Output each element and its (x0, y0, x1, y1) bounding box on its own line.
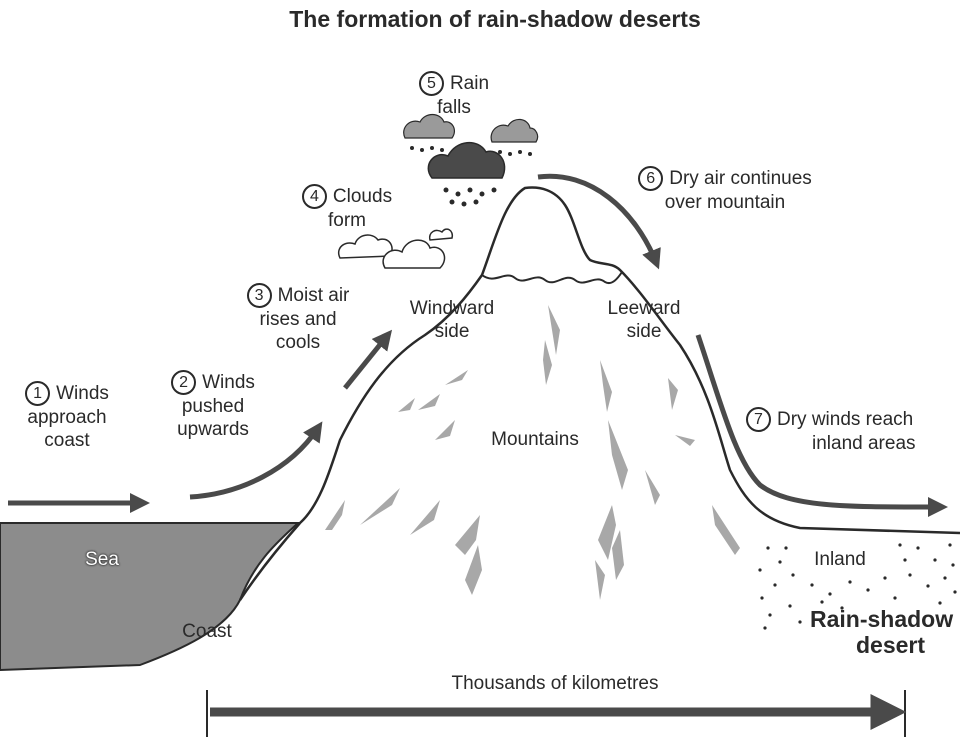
rain-shadow-desert-label: Rain-shadow desert (810, 606, 954, 658)
diagram-title: The formation of rain-shadow deserts (289, 6, 701, 32)
distance-label: Thousands of kilometres (451, 673, 659, 694)
coast-label: Coast (182, 621, 232, 642)
desert-dots (758, 543, 957, 630)
mountains-label: Mountains (491, 429, 579, 450)
arrow-7 (695, 334, 948, 518)
sea-label: Sea (85, 549, 119, 570)
step-number: 4 (301, 184, 327, 209)
sea-area (0, 522, 301, 672)
step-number: 6 (638, 166, 664, 191)
step-number: 2 (171, 370, 197, 395)
leeward-label: Leeward side (607, 298, 681, 342)
step-number: 5 (418, 71, 444, 96)
white-clouds (338, 228, 454, 269)
inland-label: Inland (814, 549, 866, 570)
step-number: 1 (25, 381, 51, 406)
arrow-3 (343, 329, 393, 390)
step-number: 3 (246, 283, 272, 308)
arrow-2 (189, 421, 323, 500)
rock-streaks (325, 305, 740, 600)
rain-clouds (403, 113, 539, 207)
snow-line (481, 271, 623, 284)
arrow-6 (537, 173, 661, 270)
windward-label: Windward side (409, 298, 495, 342)
mountain-outline (238, 186, 960, 601)
step-number: 7 (746, 407, 771, 432)
